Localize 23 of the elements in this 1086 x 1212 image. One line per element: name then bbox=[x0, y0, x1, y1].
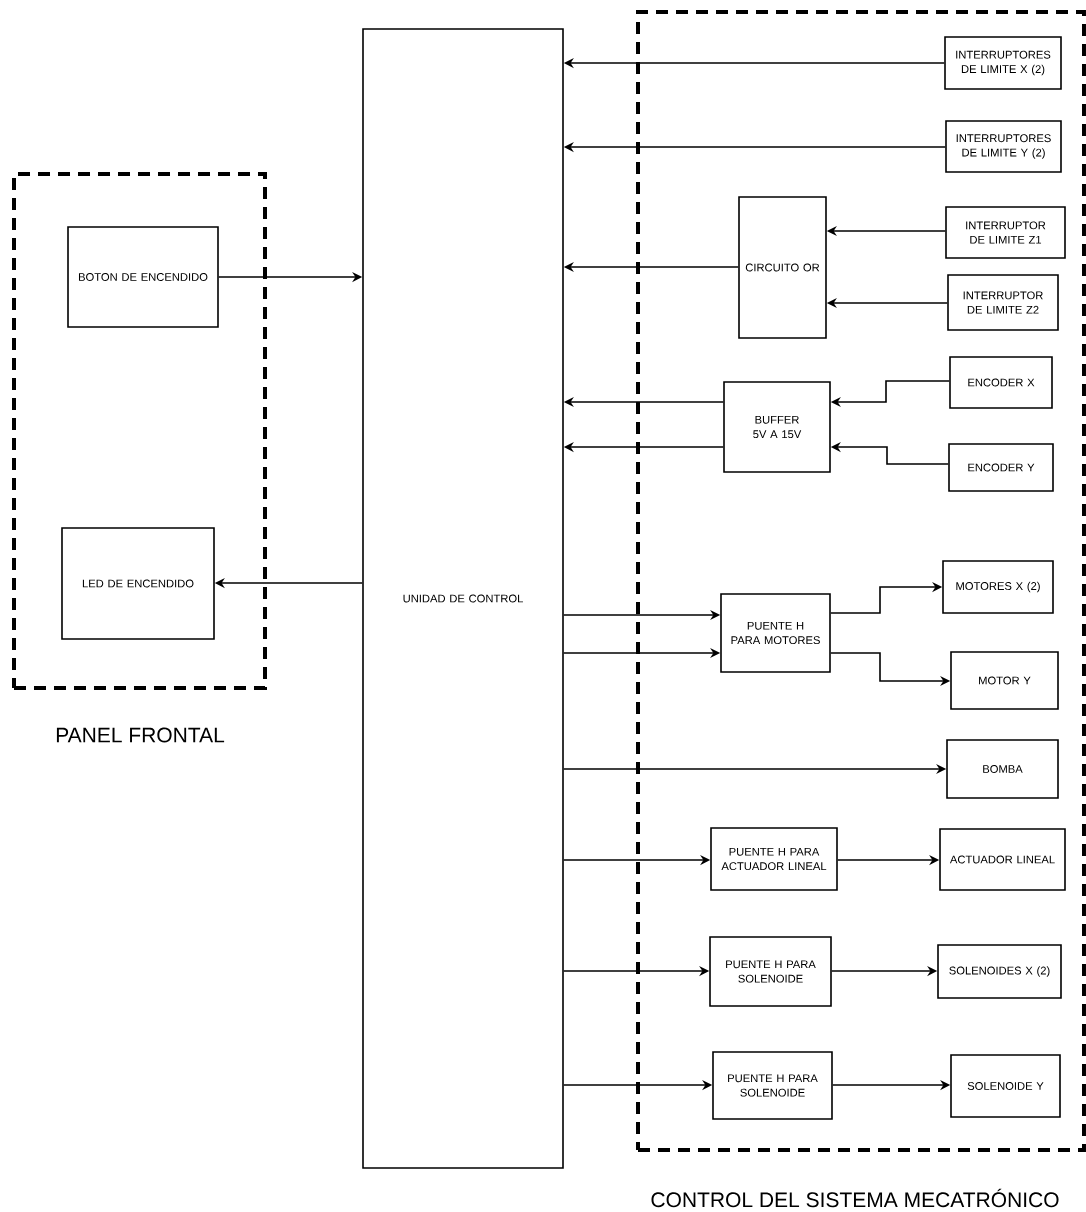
block-box: BUFFER 5V A 15V bbox=[723, 381, 831, 473]
block-box: MOTORES X (2) bbox=[942, 560, 1054, 614]
block-box: BOTON DE ENCENDIDO bbox=[67, 226, 219, 328]
block-box: BOMBA bbox=[946, 739, 1059, 799]
block-box: UNIDAD DE CONTROL bbox=[362, 28, 564, 1169]
block-box: SOLENOIDE Y bbox=[950, 1054, 1061, 1118]
block-box: PUENTE H PARA SOLENOIDE bbox=[712, 1051, 833, 1120]
block-box: PUENTE H PARA ACTUADOR LINEAL bbox=[710, 827, 838, 891]
block-box: ENCODER Y bbox=[948, 443, 1054, 492]
block-box: INTERRUPTORES DE LIMITE X (2) bbox=[944, 36, 1062, 90]
block-box: INTERRUPTORES DE LIMITE Y (2) bbox=[945, 120, 1062, 173]
block-box: ACTUADOR LINEAL bbox=[939, 828, 1066, 891]
block-box: INTERRUPTOR DE LIMITE Z2 bbox=[947, 274, 1059, 331]
block-box: CIRCUITO OR bbox=[738, 196, 827, 339]
block-box: PUENTE H PARA SOLENOIDE bbox=[709, 936, 832, 1007]
group-title: PANEL FRONTAL bbox=[56, 727, 225, 743]
block-box: ENCODER X bbox=[949, 356, 1053, 409]
block-box: PUENTE H PARA MOTORES bbox=[720, 593, 831, 673]
block-box: MOTOR Y bbox=[950, 651, 1059, 710]
block-box: LED DE ENCENDIDO bbox=[61, 527, 215, 640]
block-box: INTERRUPTOR DE LIMITE Z1 bbox=[945, 206, 1066, 259]
group-title: CONTROL DEL SISTEMA MECATRÓNICO bbox=[651, 1188, 1059, 1208]
block-box: SOLENOIDES X (2) bbox=[937, 944, 1062, 999]
